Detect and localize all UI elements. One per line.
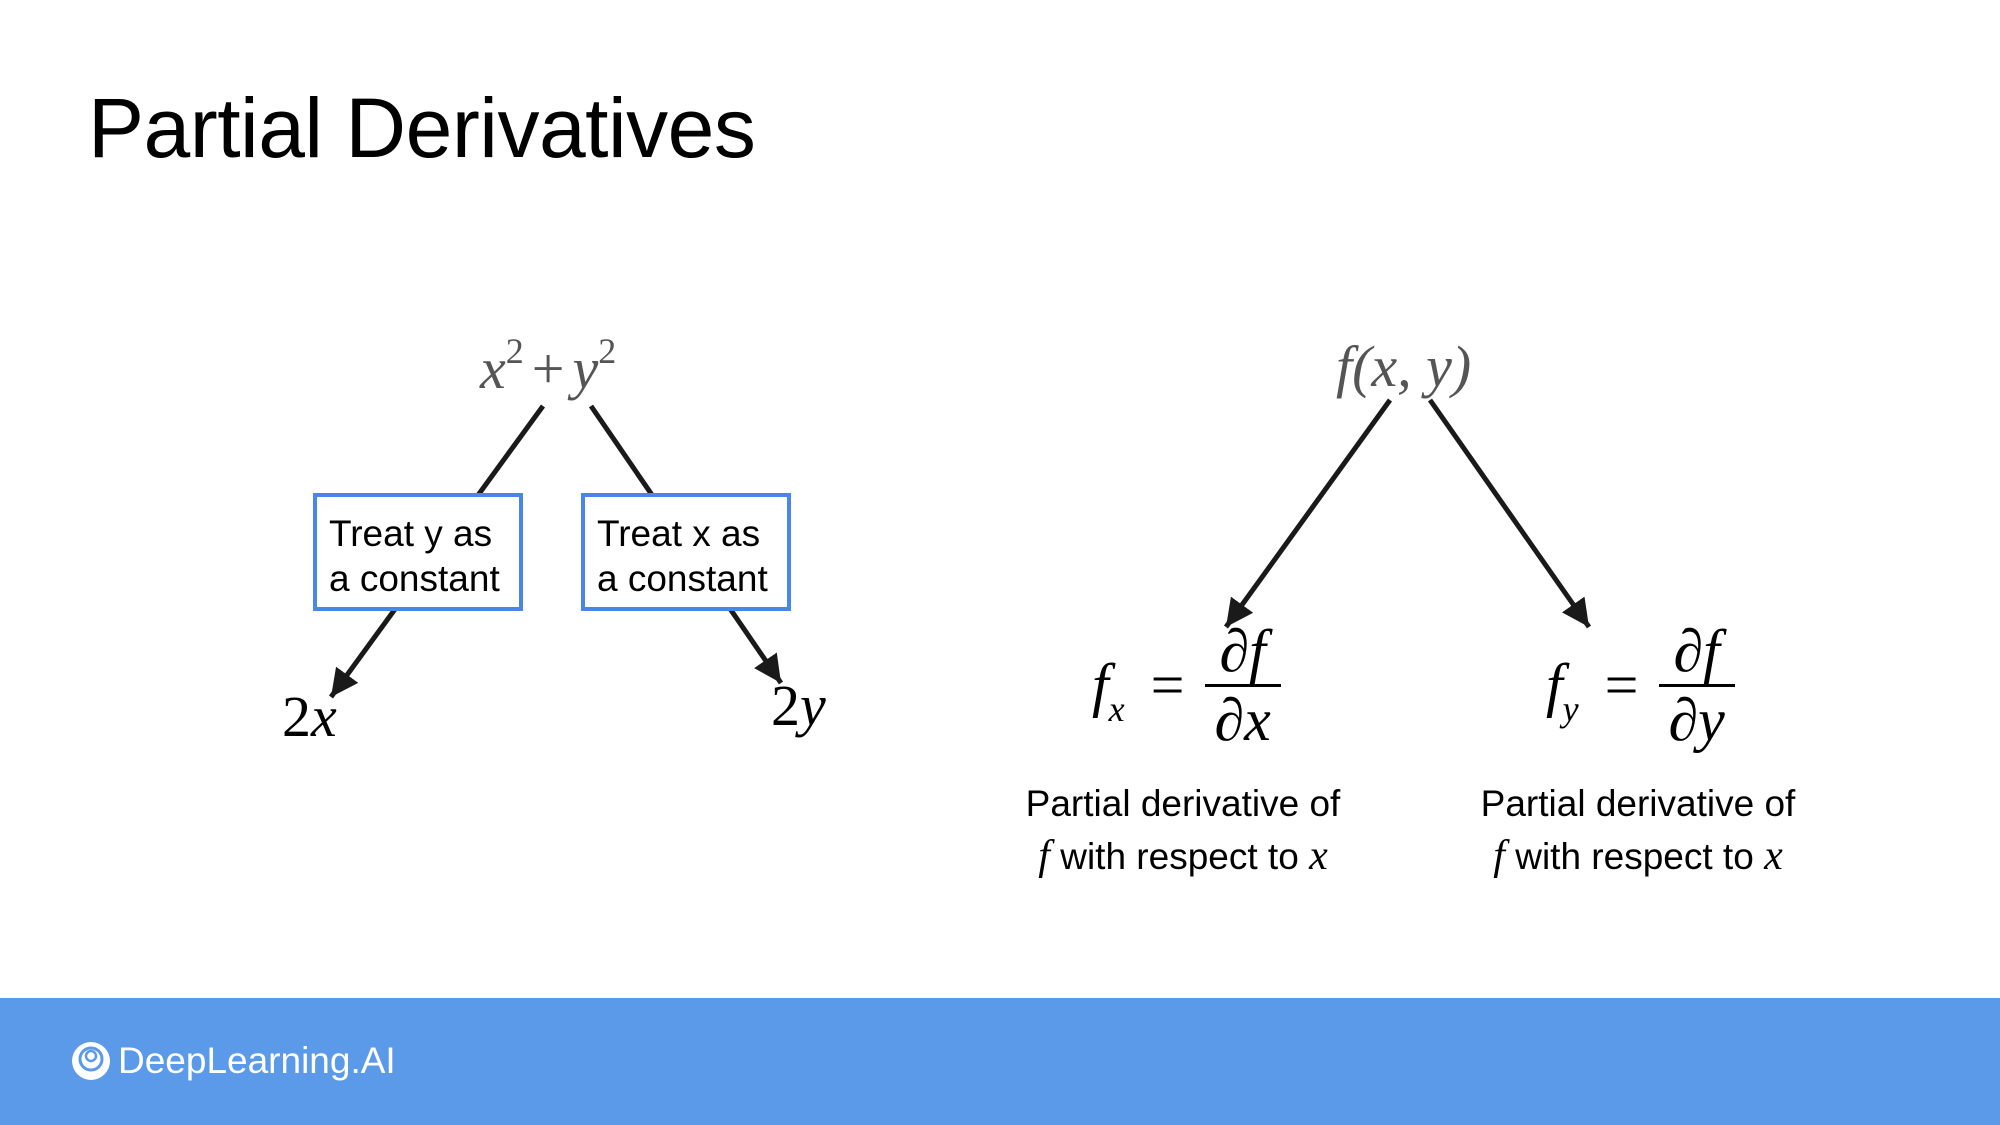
fy-fraction-bar xyxy=(1658,684,1735,687)
caption-right-line1: Partial derivative of xyxy=(1480,783,1796,824)
arrow-to-fy xyxy=(1427,398,1592,629)
arrow-to-fx xyxy=(1223,398,1393,629)
caption-left-line1: Partial derivative of xyxy=(1025,783,1341,824)
expression-x2-plus-y2: x2+y2 xyxy=(480,333,616,402)
result-2y-coef: 2 xyxy=(771,673,800,738)
caption-partial-fy: Partial derivative of f with respect to … xyxy=(1448,778,1828,883)
fy-f: f xyxy=(1546,652,1563,718)
caption-partial-fx: Partial derivative of f with respect to … xyxy=(993,778,1373,883)
result-2x-var: x xyxy=(311,684,337,749)
partial-fx-equation: fx = ∂f ∂x xyxy=(1092,618,1281,753)
result-2y: 2y xyxy=(771,672,826,739)
caption-left-line2: f with respect to x xyxy=(993,830,1373,883)
box-left-line2: a constant xyxy=(329,558,500,599)
box-right-line2: a constant xyxy=(597,558,768,599)
function-f-of-x-y: f(x, y) xyxy=(1336,334,1472,399)
fx-f: f xyxy=(1092,652,1109,718)
fx-subscript: x xyxy=(1108,689,1125,729)
fy-subscript: y xyxy=(1562,689,1579,729)
caption-left-f: f xyxy=(1038,833,1050,879)
fx-equals: = xyxy=(1150,652,1185,718)
result-2x: 2x xyxy=(282,683,337,750)
caption-left-mid: with respect to xyxy=(1049,836,1310,877)
brand-name: DeepLearning.AI xyxy=(118,1040,396,1081)
expr-var-x: x xyxy=(480,336,506,401)
fx-denominator: ∂x xyxy=(1214,687,1271,753)
footer-bar: DeepLearning.AI xyxy=(0,998,2000,1125)
partial-fy-equation: fy = ∂f ∂y xyxy=(1546,618,1735,753)
box-left-line1: Treat y as xyxy=(329,513,493,554)
caption-right-mid: with respect to xyxy=(1504,836,1765,877)
expr-plus: + xyxy=(531,336,565,401)
expr-var-y: y xyxy=(572,336,599,401)
expr-exponent-y: 2 xyxy=(598,331,617,371)
caption-right-var: x xyxy=(1764,833,1783,879)
fy-fraction: ∂f ∂y xyxy=(1658,618,1735,753)
fy-denominator: ∂y xyxy=(1668,687,1725,753)
fx-lhs: fx xyxy=(1092,651,1125,727)
caption-left-var: x xyxy=(1309,833,1328,879)
fx-numerator: ∂f xyxy=(1219,618,1266,684)
fy-equals: = xyxy=(1604,652,1639,718)
slide-title: Partial Derivatives xyxy=(88,81,756,175)
expr-exponent-x: 2 xyxy=(505,331,524,371)
result-2x-coef: 2 xyxy=(282,684,311,749)
fx-fraction: ∂f ∂x xyxy=(1204,618,1281,753)
box-right-line1: Treat x as xyxy=(597,513,761,554)
result-2y-var: y xyxy=(800,673,826,738)
caption-right-f: f xyxy=(1493,833,1505,879)
fy-lhs: fy xyxy=(1546,651,1579,727)
caption-right-line2: f with respect to x xyxy=(1448,830,1828,883)
fy-numerator: ∂f xyxy=(1673,618,1720,684)
deeplearning-ai-logo-icon xyxy=(72,1042,110,1080)
brand-logo: DeepLearning.AI xyxy=(70,1040,396,1082)
treat-y-constant-box: Treat y as a constant xyxy=(313,493,523,611)
fx-fraction-bar xyxy=(1204,684,1281,687)
treat-x-constant-box: Treat x as a constant xyxy=(581,493,791,611)
